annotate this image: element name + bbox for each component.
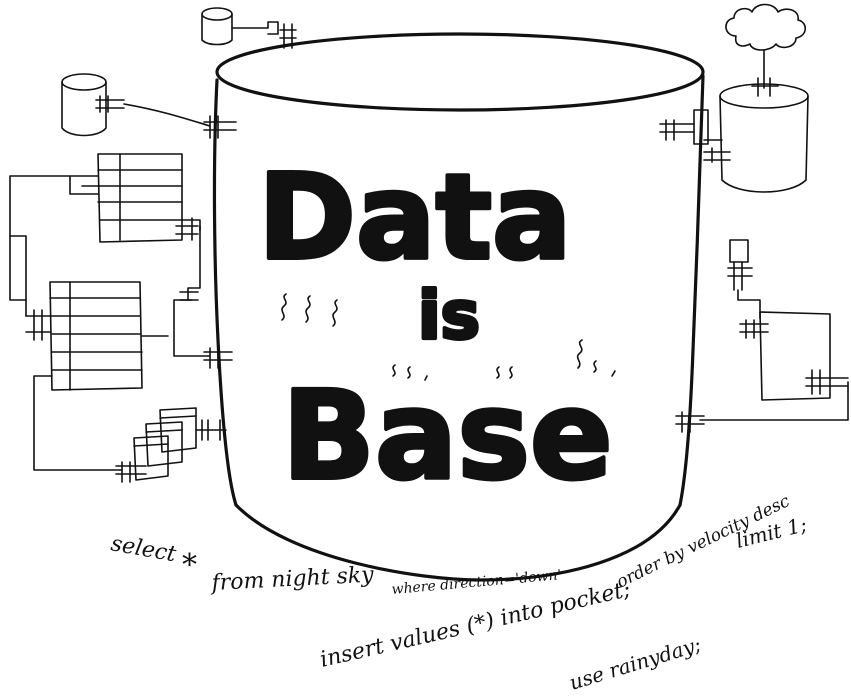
title-base: Base <box>282 365 613 507</box>
big-database-cylinder <box>212 32 705 582</box>
cylinder-bottom <box>234 503 682 582</box>
small-cylinder-right <box>703 83 809 193</box>
title-is: is <box>418 277 480 354</box>
stacked-documents <box>133 407 227 481</box>
title-data: Data <box>258 148 572 286</box>
connector-lines-left <box>9 175 233 483</box>
query-select: select <box>109 531 178 567</box>
query-use: use rainyday; <box>566 632 703 695</box>
connector-right-upper <box>659 109 709 145</box>
query-where: where direction='down' <box>391 567 562 598</box>
cylinder-top <box>215 32 705 112</box>
steam-squiggles <box>281 293 616 381</box>
cylinder-left-side <box>212 78 238 507</box>
query-insert: insert values (*) into pocket; <box>318 577 633 673</box>
handwritten-query: select * from night sky where direction=… <box>109 491 809 695</box>
table-left-top <box>69 153 201 243</box>
small-square-right <box>727 239 761 319</box>
small-cylinder-left <box>61 73 237 139</box>
query-star: * <box>182 548 197 583</box>
table-left-middle <box>25 281 169 391</box>
table-right <box>675 311 849 433</box>
cylinder-right-side <box>678 74 705 507</box>
cloud-shape <box>725 3 807 97</box>
small-cylinder-top <box>201 7 297 49</box>
query-from: from night sky <box>209 563 375 597</box>
